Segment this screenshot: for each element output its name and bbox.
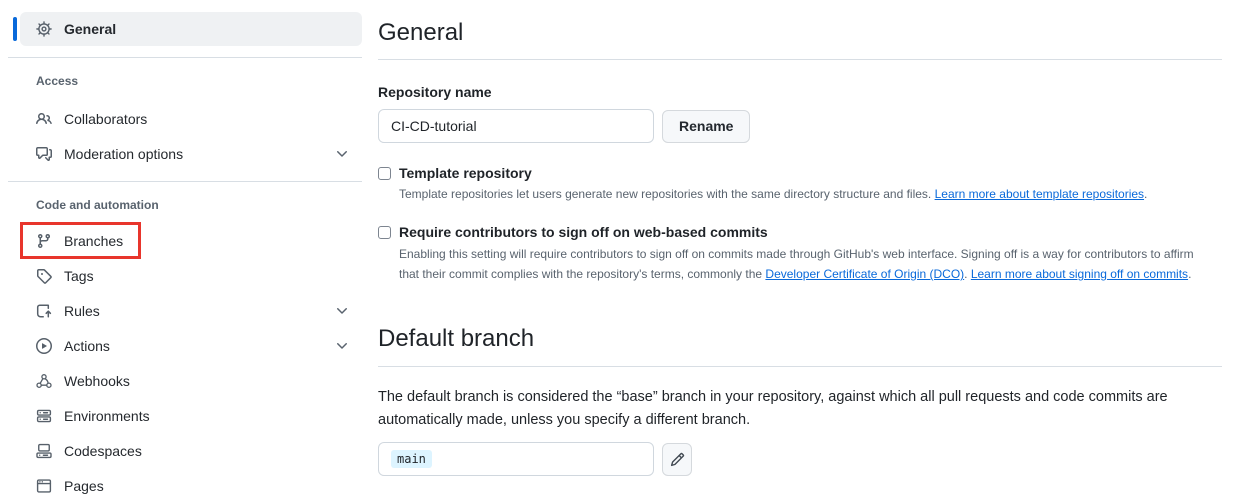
section-divider bbox=[378, 366, 1222, 367]
sidebar-item-actions[interactable]: Actions bbox=[20, 328, 362, 363]
sidebar-item-branches[interactable]: Branches bbox=[20, 222, 362, 259]
selected-accent-bar bbox=[13, 17, 17, 41]
template-repositories-link[interactable]: Learn more about template repositories bbox=[934, 187, 1145, 201]
sidebar-item-tags[interactable]: Tags bbox=[20, 258, 362, 293]
sidebar-item-label: Rules bbox=[64, 302, 100, 319]
description-text: . bbox=[964, 267, 971, 281]
settings-main-content: General Repository name Rename Template … bbox=[378, 0, 1222, 476]
repository-name-input[interactable] bbox=[378, 109, 654, 143]
sidebar-item-label: Collaborators bbox=[64, 110, 148, 127]
sidebar-item-moderation-options[interactable]: Moderation options bbox=[20, 136, 362, 171]
template-repository-checkbox[interactable] bbox=[378, 167, 391, 180]
description-text: Enabling this setting will require contr… bbox=[399, 247, 1194, 281]
sign-off-label: Require contributors to sign off on web-… bbox=[399, 224, 768, 240]
sidebar-item-label: Environments bbox=[64, 407, 150, 424]
sidebar-item-label: Actions bbox=[64, 337, 110, 354]
settings-sidebar: General Access Collaborators Moderation … bbox=[0, 0, 370, 498]
sidebar-item-environments[interactable]: Environments bbox=[20, 398, 362, 433]
template-repository-description: Template repositories let users generate… bbox=[399, 185, 1222, 203]
comment-discussion-icon bbox=[36, 146, 52, 162]
default-branch-description: The default branch is considered the “ba… bbox=[378, 389, 1168, 428]
rename-button[interactable]: Rename bbox=[662, 109, 751, 143]
people-icon bbox=[36, 111, 52, 127]
tag-icon bbox=[36, 268, 52, 284]
description-text: Template repositories let users generate… bbox=[399, 187, 935, 201]
sign-off-description: Enabling this setting will require contr… bbox=[399, 244, 1194, 284]
sidebar-divider bbox=[8, 181, 362, 182]
sign-off-commits-link[interactable]: Learn more about signing off on commits bbox=[970, 267, 1189, 281]
sidebar-item-collaborators[interactable]: Collaborators bbox=[20, 101, 362, 136]
sidebar-section-access: Access bbox=[36, 74, 79, 88]
sidebar-section-code-and-automation: Code and automation bbox=[36, 198, 159, 212]
section-divider bbox=[378, 59, 1222, 60]
repository-name-label: Repository name bbox=[378, 84, 492, 100]
dco-link[interactable]: Developer Certificate of Origin (DCO) bbox=[765, 267, 965, 281]
sidebar-item-label: Pages bbox=[64, 477, 104, 494]
git-branch-icon bbox=[36, 233, 52, 249]
codespaces-icon bbox=[36, 443, 52, 459]
description-text: . bbox=[1144, 187, 1148, 201]
sidebar-item-label: Tags bbox=[64, 267, 94, 284]
sidebar-item-pages[interactable]: Pages bbox=[20, 468, 362, 498]
default-branch-title: Default branch bbox=[378, 325, 535, 352]
sign-off-checkbox[interactable] bbox=[378, 226, 391, 239]
sidebar-item-label: Codespaces bbox=[64, 442, 142, 459]
sidebar-item-codespaces[interactable]: Codespaces bbox=[20, 433, 362, 468]
template-repository-label: Template repository bbox=[399, 165, 532, 181]
sidebar-divider bbox=[8, 57, 362, 58]
page-title: General bbox=[378, 19, 464, 46]
sidebar-item-label: General bbox=[64, 21, 117, 37]
chevron-down-icon bbox=[334, 303, 350, 319]
webhook-icon bbox=[36, 373, 52, 389]
sidebar-item-rules[interactable]: Rules bbox=[20, 293, 362, 328]
chevron-down-icon bbox=[334, 146, 350, 162]
sidebar-item-label: Webhooks bbox=[64, 372, 130, 389]
sidebar-item-label: Branches bbox=[64, 232, 124, 249]
play-icon bbox=[36, 337, 52, 354]
description-text: . bbox=[1188, 267, 1192, 281]
gear-icon bbox=[36, 21, 52, 37]
pencil-icon bbox=[670, 452, 685, 467]
default-branch-field: main bbox=[378, 442, 654, 476]
sidebar-item-webhooks[interactable]: Webhooks bbox=[20, 363, 362, 398]
browser-icon bbox=[36, 478, 52, 494]
edit-branch-button[interactable] bbox=[662, 442, 692, 476]
rules-icon bbox=[36, 303, 52, 319]
sidebar-item-label: Moderation options bbox=[64, 145, 184, 162]
sidebar-item-general[interactable]: General bbox=[13, 12, 362, 46]
chevron-down-icon bbox=[334, 338, 350, 354]
branch-name-badge: main bbox=[391, 450, 432, 468]
server-icon bbox=[36, 408, 52, 424]
